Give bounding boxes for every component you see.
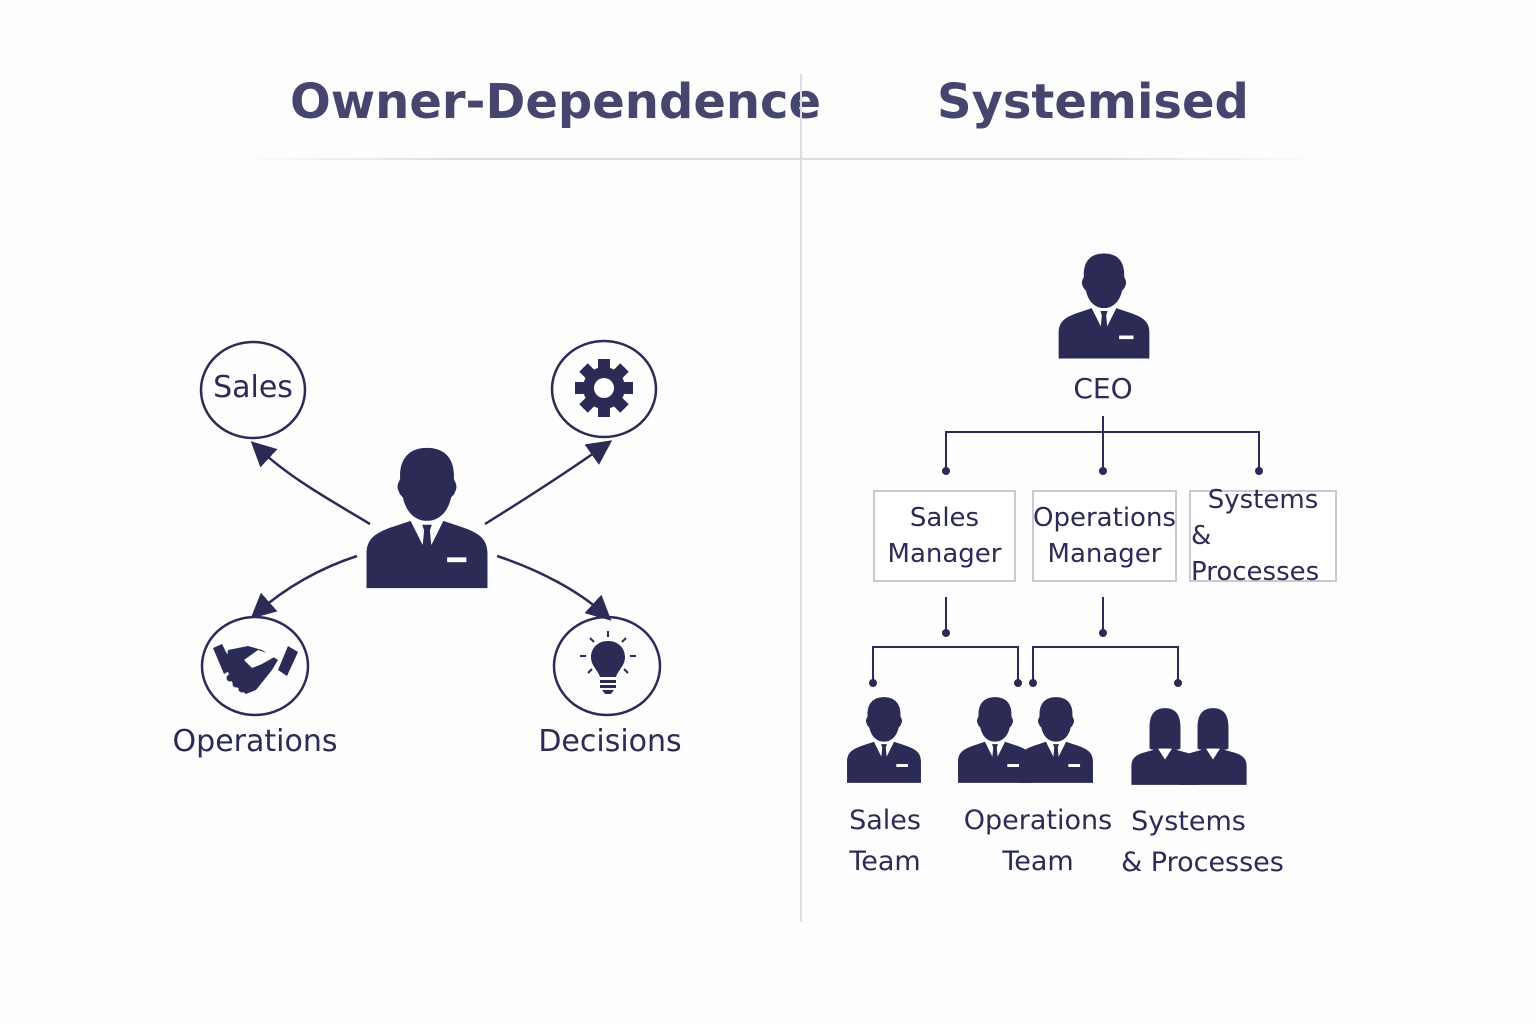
ceo-person-icon (1058, 253, 1150, 359)
right-header-title: Systemised (937, 74, 1249, 130)
arrow-to-operations (250, 554, 358, 619)
ceo-label: CEO (1073, 372, 1133, 405)
left-header-title: Owner-Dependence (290, 74, 822, 130)
arrow-to-decisions (496, 554, 612, 621)
connector-dot (1099, 467, 1107, 475)
sales-node-circle (199, 340, 307, 440)
center-divider (800, 74, 802, 922)
operations-manager-line2: Manager (1047, 539, 1162, 569)
sales-team-label: Sales Team (835, 800, 935, 882)
sales-manager-box: Sales Manager (873, 490, 1016, 582)
manager-team-connector (872, 597, 1179, 682)
connector-dot (1099, 629, 1107, 637)
operations-team-line2: Team (1002, 846, 1074, 877)
lightbulb-icon (580, 631, 636, 694)
operations-team-icon (958, 697, 1093, 783)
systems-team-label: Systems & Processes (1120, 801, 1285, 883)
connector-dot (1255, 467, 1263, 475)
operations-team-label: Operations Team (963, 800, 1113, 882)
ceo-connector (945, 416, 1260, 470)
systems-processes-line1: Systems (1207, 485, 1319, 515)
sales-manager-line2: Manager (887, 539, 1002, 569)
operations-node-label: Operations (172, 724, 338, 759)
systems-processes-line2: & Processes (1191, 521, 1320, 587)
sales-node-label: Sales (213, 370, 293, 405)
systems-processes-box: Systems & Processes (1189, 485, 1337, 587)
connector-dot (1174, 679, 1182, 687)
operations-manager-line1: Operations (1033, 503, 1176, 533)
sales-team-line1: Sales (849, 805, 921, 836)
sales-manager-line1: Sales (909, 503, 980, 533)
gear-icon (575, 359, 633, 417)
arrow-to-gear (484, 440, 613, 526)
decisions-node-label: Decisions (538, 724, 682, 759)
connector-dot (942, 467, 950, 475)
gear-node-circle (550, 339, 658, 439)
connector-dot (942, 629, 950, 637)
systems-team-line2: & Processes (1121, 847, 1284, 878)
operations-manager-box: Operations Manager (1032, 490, 1177, 582)
operations-team-line1: Operations (963, 805, 1113, 836)
systems-team-line1: Systems (1131, 806, 1246, 837)
handshake-icon (213, 644, 298, 694)
sales-team-person-icon (847, 697, 921, 783)
connector-dot (1029, 679, 1037, 687)
arrow-to-sales (250, 441, 371, 526)
owner-person-icon (366, 447, 488, 589)
header-divider (240, 158, 1320, 160)
connector-dot (869, 679, 877, 687)
connector-dot (1014, 679, 1022, 687)
sales-team-line2: Team (849, 846, 921, 877)
systems-team-icon (1131, 708, 1247, 785)
